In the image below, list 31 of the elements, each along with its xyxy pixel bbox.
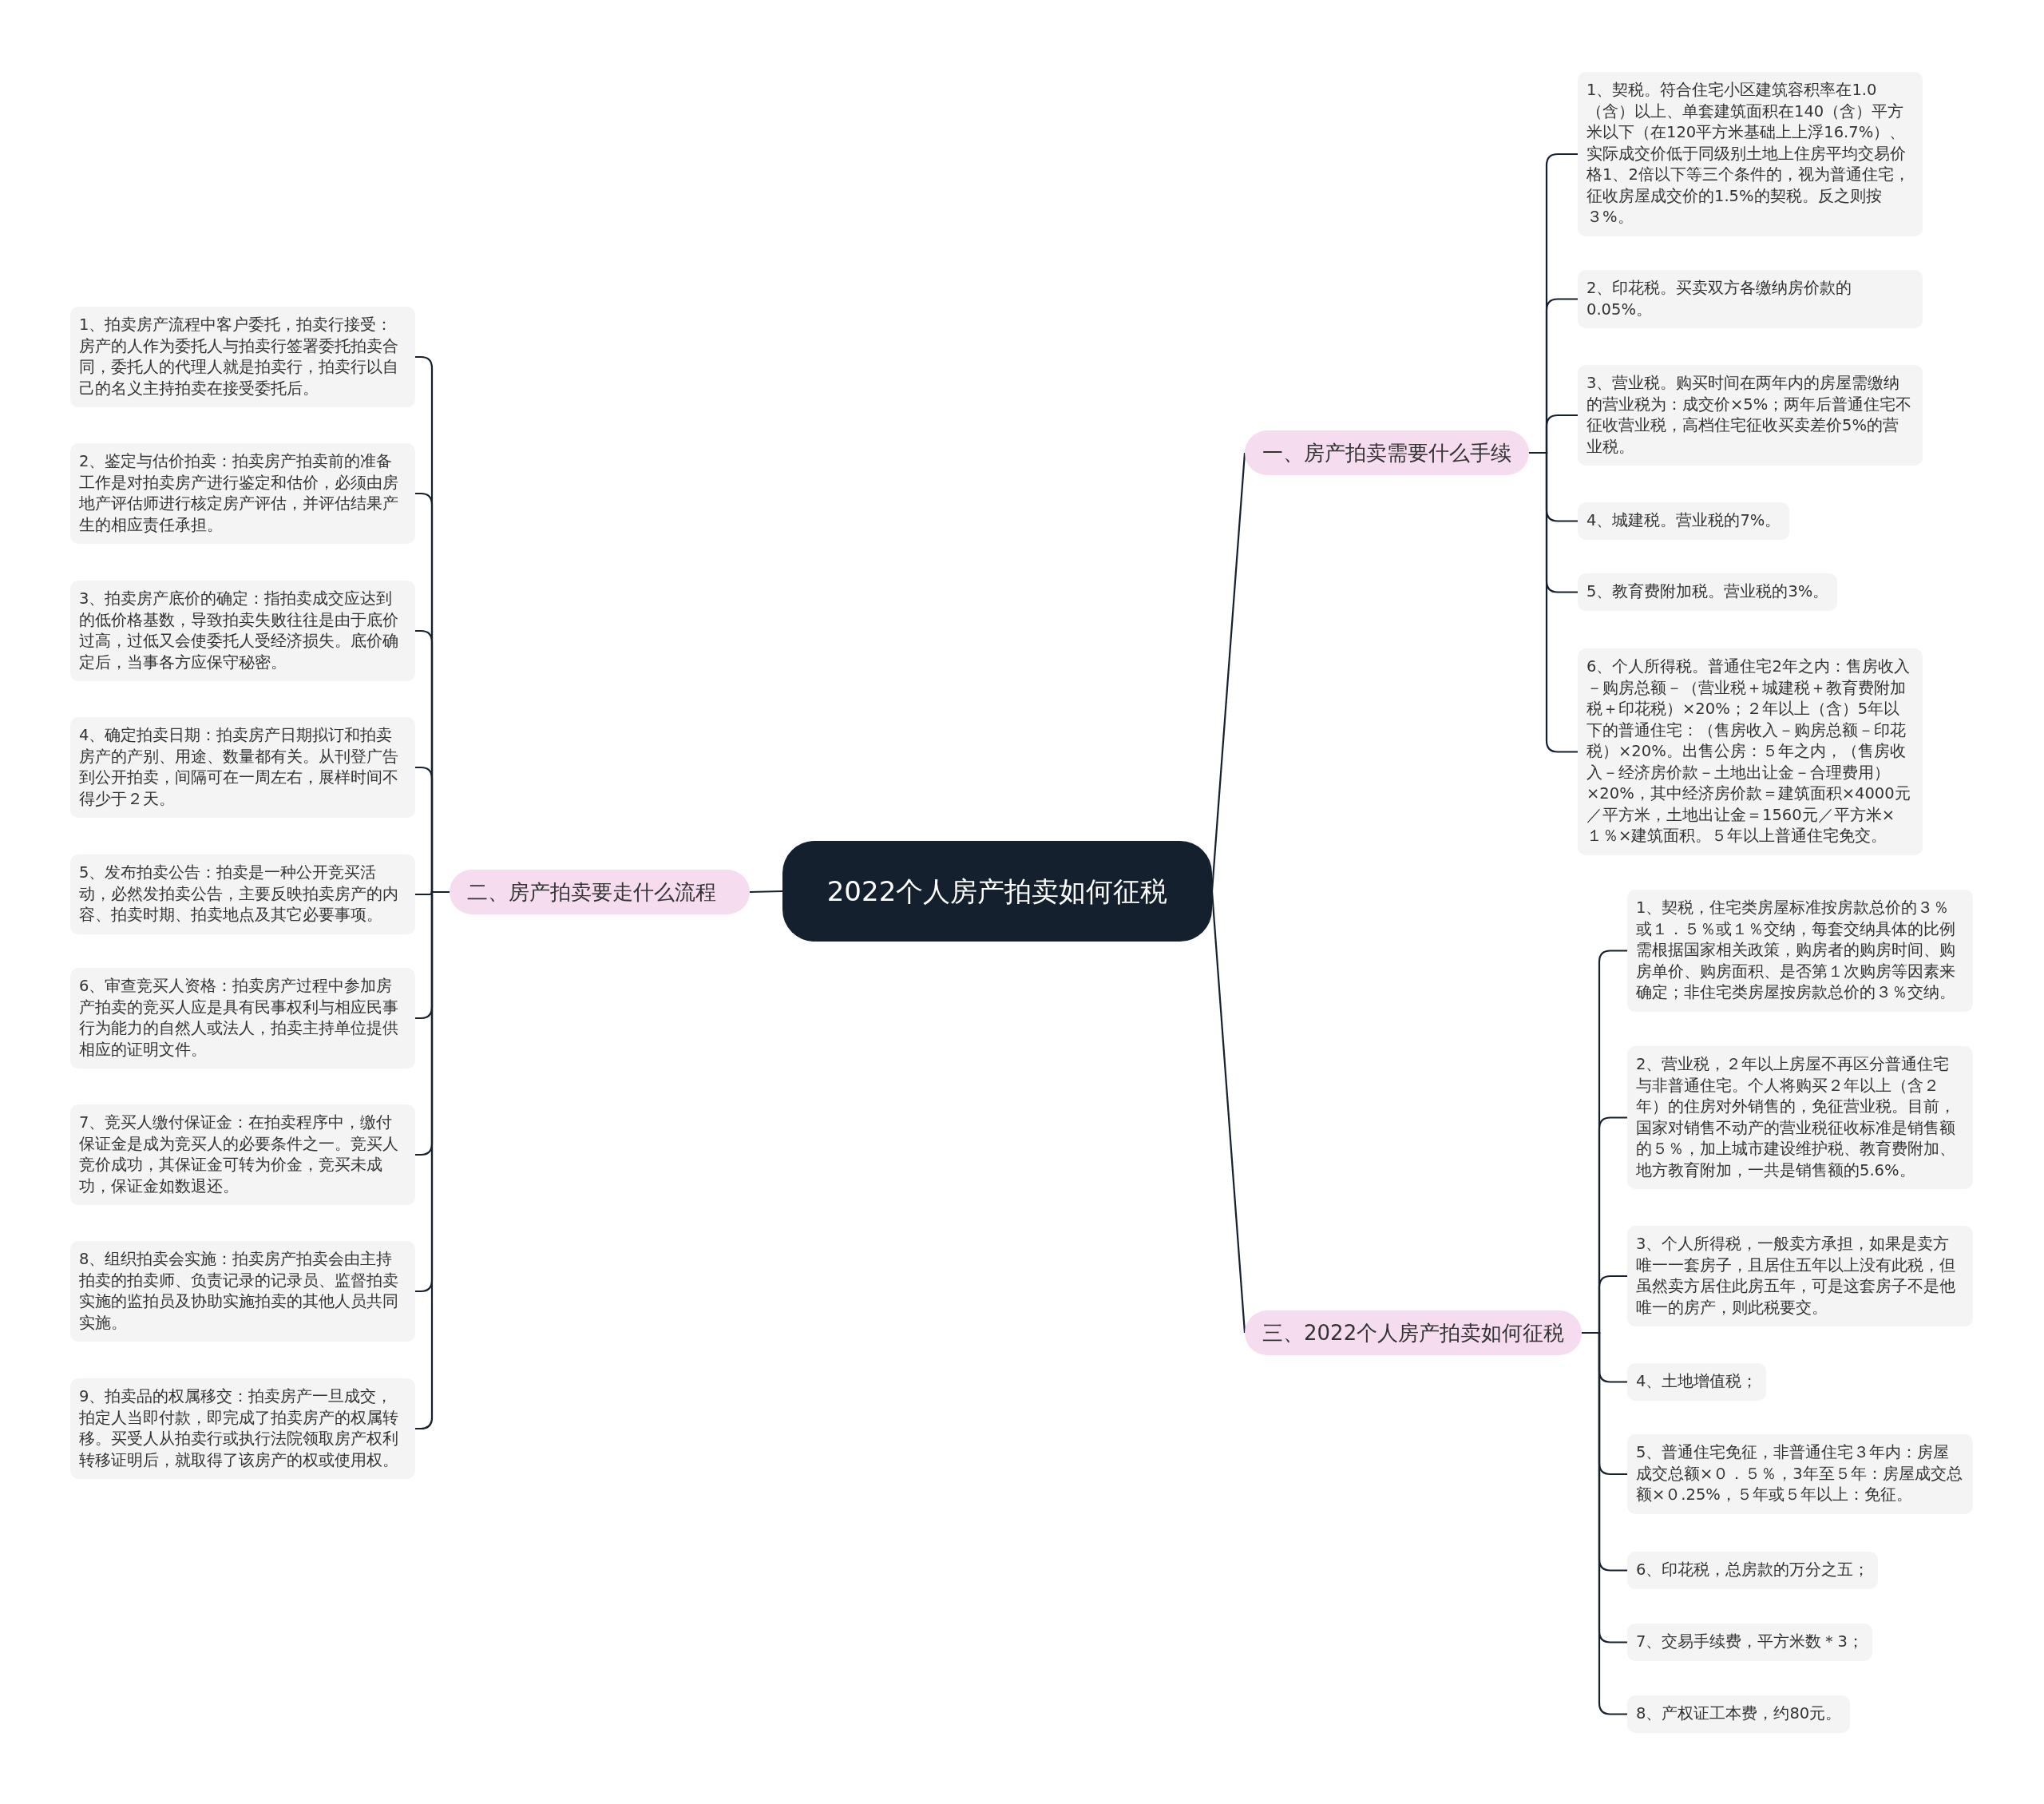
text-card: 6、审查竞买人资格：拍卖房产过程中参加房产拍卖的竞买人应是具有民事权利与相应民事行为能力的自然人或法人，拍卖主持单位提供相应的证明文件。 xyxy=(70,968,415,1069)
text-card: 6、个人所得税。普通住宅2年之内：售房收入－购房总额－（营业税＋城建税＋教育费附加税＋印花税）×20%；２年以上（含）5年以下的普通住宅：（售房收入－购房总额－印花税）×20%。出售公房：５年之内，（售房收入－经济房价款－土地出让金－合理费用）×20%，其中经济房价款＝建筑面积×4000元／平方米，土地出让金＝1560元／平方米×１％×建筑面积。５年以上普通住宅免交。 xyxy=(1578,648,1923,855)
branch-topic: 三、2022个人房产拍卖如何征税 xyxy=(1245,1310,1583,1355)
text-card: 5、教育费附加税。营业税的3%。 xyxy=(1578,573,1838,611)
text-card: 7、竞买人缴付保证金：在拍卖程序中，缴付保证金是成为竞买人的必要条件之一。竞买人竞价成功，其保证金可转为价金，竞买未成功，保证金如数退还。 xyxy=(70,1104,415,1205)
text-card: 5、发布拍卖公告：拍卖是一种公开竞买活动，必然发拍卖公告，主要反映拍卖房产的内容、拍卖时期、拍卖地点及其它必要事项。 xyxy=(70,854,415,934)
branch-topic: 一、房产拍卖需要什么手续 xyxy=(1245,430,1529,475)
text-card: 1、契税，住宅类房屋标准按房款总价的３％或１．５％或１％交纳，每套交纳具体的比例需根据国家相关政策，购房者的购房时间、购房单价、购房面积、是否第１次购房等因素来确定；非住宅类房屋按房款总价的３％交纳。 xyxy=(1627,890,1973,1012)
text-card: 9、拍卖品的权属移交：拍卖房产一旦成交，拍定人当即付款，即完成了拍卖房产的权属转移。买受人从拍卖行或执行法院领取房产权利转移证明后，就取得了该房产的权或使用权。 xyxy=(70,1378,415,1479)
text-card: 8、组织拍卖会实施：拍卖房产拍卖会由主持拍卖的拍卖师、负责记录的记录员、监督拍卖实施的监拍员及协助实施拍卖的其他人员共同实施。 xyxy=(70,1241,415,1342)
text-card: 3、营业税。购买时间在两年内的房屋需缴纳的营业税为：成交价×5%；两年后普通住宅不征收营业税，高档住宅征收买卖差价5%的营业税。 xyxy=(1578,365,1923,466)
text-card: 7、交易手续费，平方米数＊3； xyxy=(1627,1624,1872,1661)
text-card: 3、个人所得税，一般卖方承担，如果是卖方唯一一套房子，且居住五年以上没有此税，但虽然卖方居住此房五年，可是这套房子不是他唯一的房产，则此税要交。 xyxy=(1627,1226,1973,1326)
connector-line xyxy=(749,890,783,894)
central-topic: 2022个人房产拍卖如何征税 xyxy=(782,841,1212,942)
connector-line xyxy=(1529,451,1578,753)
text-card: 3、拍卖房产底价的确定：指拍卖成交应达到的低价格基数，导致拍卖失败往往是由于底价过高，过低又会使委托人受经济损失。底价确定后，当事各方应保守秘密。 xyxy=(70,581,415,681)
text-card: 1、拍卖房产流程中客户委托，拍卖行接受：房产的人作为委托人与拍卖行签署委托拍卖合同，委托人的代理人就是拍卖行，拍卖行以自己的名义主持拍卖在接受委托后。 xyxy=(70,307,415,407)
branch-topic: 二、房产拍卖要走什么流程 xyxy=(450,870,750,914)
text-card: 5、普通住宅免征，非普通住宅３年内：房屋成交总额×０．５％，3年至５年：房屋成交总额×０.25%，５年或５年以上：免征。 xyxy=(1627,1434,1973,1514)
text-card: 2、印花税。买卖双方各缴纳房价款的0.05%。 xyxy=(1578,270,1923,328)
text-card: 4、确定拍卖日期：拍卖房产日期拟订和拍卖房产的产别、用途、数量都有关。从刊登广告到公开拍卖，间隔可在一周左右，展样时间不得少于２天。 xyxy=(70,717,415,818)
text-card: 4、城建税。营业税的7%。 xyxy=(1578,502,1790,540)
text-card: 8、产权证工本费，约80元。 xyxy=(1627,1695,1851,1733)
text-card: 1、契税。符合住宅小区建筑容积率在1.0（含）以上、单套建筑面积在140（含）平方米以下（在120平方米基础上上浮16.7%）、实际成交价低于同级别土地上住房平均交易价格1、2倍以下等三个条件的，视为普通住宅，征收房屋成交价的1.5%的契税。反之则按３%。 xyxy=(1578,72,1923,236)
connector-line xyxy=(1210,890,1246,1334)
text-card: 2、鉴定与估价拍卖：拍卖房产拍卖前的准备工作是对拍卖房产进行鉴定和估价，必须由房地产评估师进行核定房产评估，并评估结果产生的相应责任承担。 xyxy=(70,443,415,544)
connector-line xyxy=(1210,452,1246,892)
text-card: 4、土地增值税； xyxy=(1627,1363,1767,1401)
text-card: 6、印花税，总房款的万分之五； xyxy=(1627,1552,1879,1589)
text-card: 2、营业税，２年以上房屋不再区分普通住宅与非普通住宅。个人将购买２年以上（含２年）的住房对外销售的，免征营业税。目前，国家对销售不动产的营业税征收标准是销售额的５％，加上城市建设维护税、教育费附加、地方教育附加，一共是销售额的5.6%。 xyxy=(1627,1046,1973,1189)
